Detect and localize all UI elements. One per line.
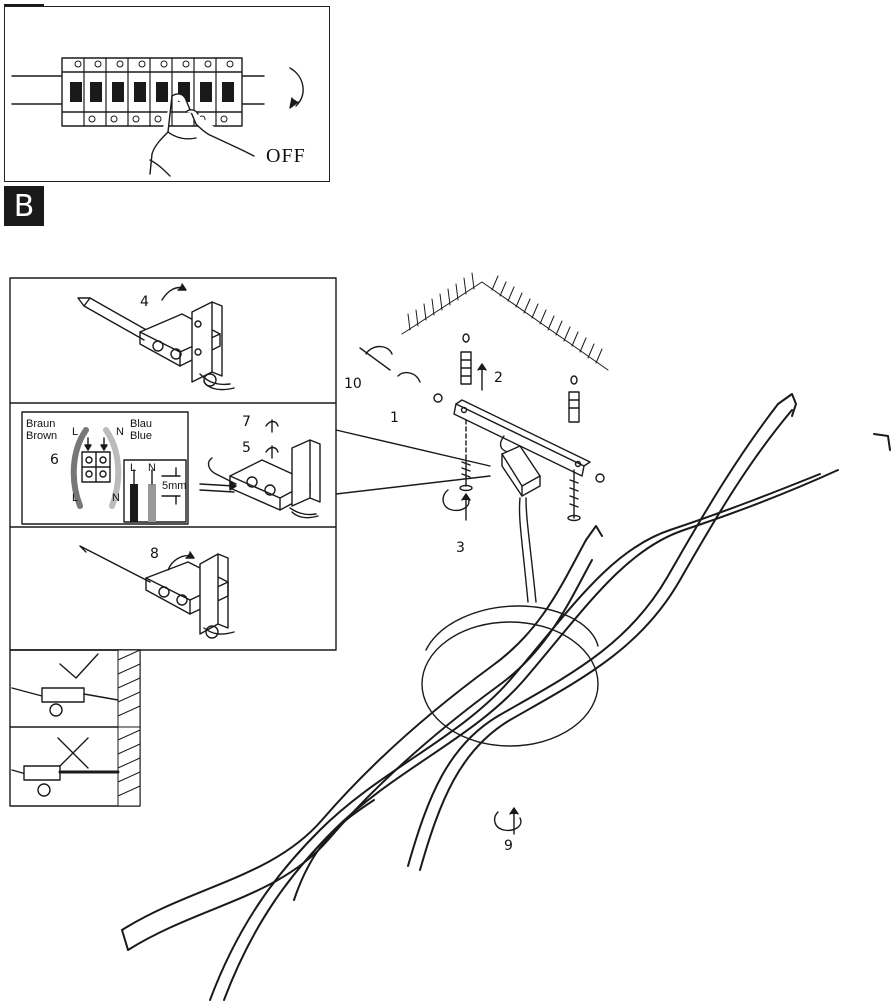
terminal-block-step-5 — [199, 419, 321, 519]
rotate-arrow-icon — [289, 67, 304, 109]
lamp-arm-2 — [293, 393, 797, 901]
wire-neutral-de: Blau — [130, 418, 153, 430]
terminal-block-step-8 — [79, 545, 235, 639]
wire-neutral-en: Blue — [130, 430, 153, 442]
lamp-arm-1 — [121, 433, 891, 1001]
wire-live-de: Braun — [26, 418, 56, 430]
wire-live-en: Brown — [26, 430, 58, 442]
circuit-breaker-icon — [11, 57, 265, 127]
wire-bottom-n: N — [112, 492, 120, 504]
off-label: OFF — [266, 145, 306, 167]
wall-hatch — [117, 649, 141, 807]
connector-correct — [11, 687, 119, 717]
section-b-badge: B — [4, 186, 44, 226]
mounting-bracket — [453, 399, 591, 477]
hand-icon — [149, 93, 255, 177]
junction-box — [501, 445, 541, 603]
cross-mark-icon — [57, 737, 89, 769]
step-8: 8 — [150, 546, 159, 562]
connector-wrong — [11, 765, 120, 797]
rotate-arrow-icon — [359, 345, 522, 835]
step-7: 7 — [242, 414, 251, 430]
step-6: 6 — [50, 452, 59, 468]
step-5: 5 — [242, 440, 251, 456]
wire-bottom-l: L — [72, 492, 79, 504]
section-b-label: B — [13, 188, 35, 224]
wiring-schematic — [21, 411, 189, 525]
step-3: 3 — [456, 540, 465, 556]
strip-wire-n: N — [148, 462, 156, 474]
terminal-block-step-4 — [77, 283, 235, 391]
step-10: 10 — [344, 376, 362, 392]
step-2: 2 — [494, 370, 503, 386]
inset-frames — [9, 277, 491, 807]
strip-wire-l: L — [130, 462, 137, 474]
strip-length: 5mm — [162, 480, 187, 492]
canopy — [421, 605, 599, 747]
wall-plug-icon — [460, 333, 580, 423]
step-1: 1 — [390, 410, 399, 426]
wire-live-code: L — [72, 426, 79, 438]
wire-neutral-code: N — [116, 426, 124, 438]
step-4: 4 — [140, 294, 149, 310]
ceiling-hatch — [401, 272, 609, 371]
step-9: 9 — [504, 838, 513, 854]
screw-icon — [433, 393, 605, 522]
check-mark-icon — [59, 653, 99, 679]
